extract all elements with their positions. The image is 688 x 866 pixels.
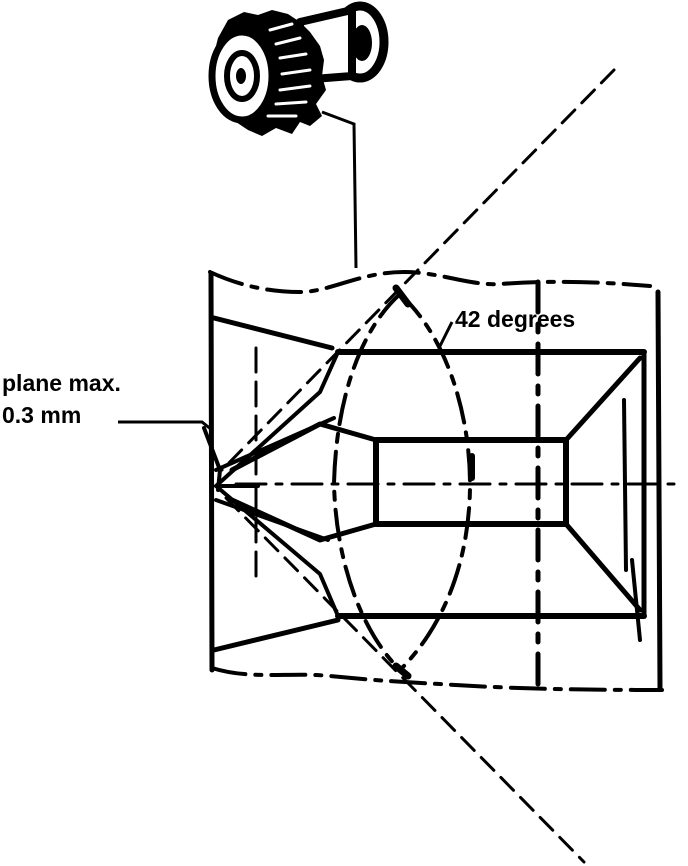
angle-line-upper	[220, 68, 616, 472]
plane-label-line1: plane max.	[2, 370, 121, 396]
construction-lines	[220, 68, 686, 864]
plane-label-line2: 0.3 mm	[2, 402, 82, 428]
angle-arc	[398, 292, 473, 672]
gear-leader-line	[321, 110, 358, 269]
starter-pinion-gear-icon	[208, 1, 389, 136]
angle-label: 42 degrees	[455, 306, 576, 332]
tooth-end-detail	[202, 270, 664, 692]
angle-label-leader	[438, 321, 454, 347]
angle-line-lower	[224, 496, 586, 864]
bottom-break-line	[210, 666, 664, 692]
plane-label-leader	[118, 420, 213, 432]
top-break-line	[208, 270, 652, 294]
